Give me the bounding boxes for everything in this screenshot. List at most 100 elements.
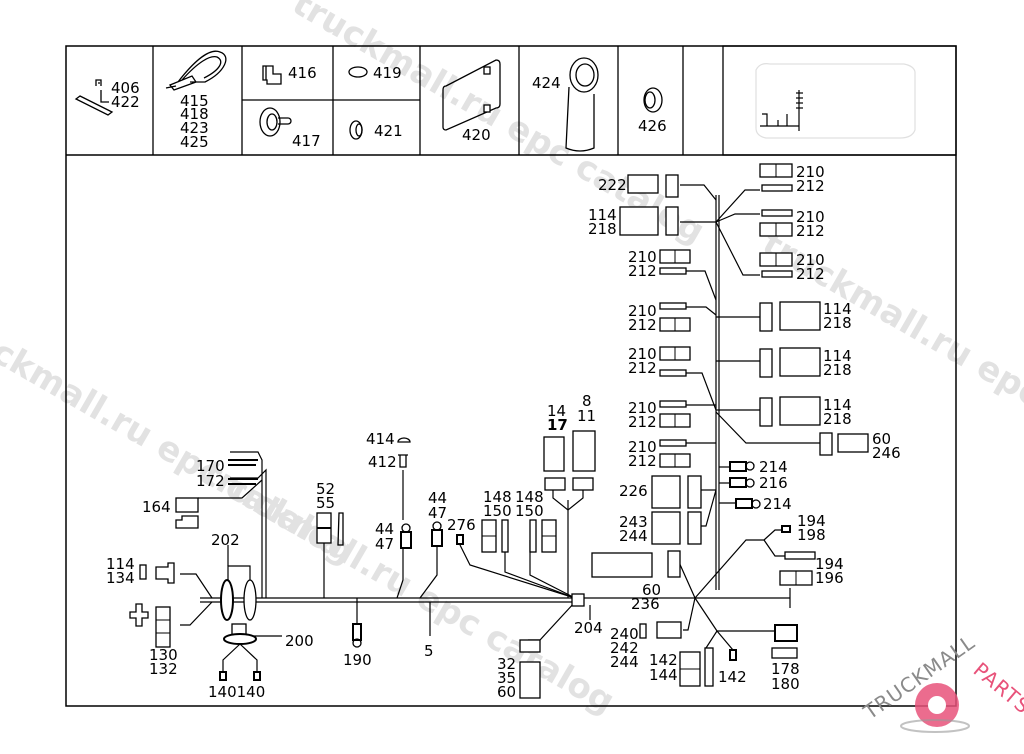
ring-terminal-44-47 bbox=[402, 524, 410, 532]
part-number: 417 bbox=[292, 132, 321, 150]
part-number: 414 bbox=[366, 430, 395, 448]
part-number: 134 bbox=[106, 569, 135, 587]
part-number: 218 bbox=[823, 361, 852, 379]
part-number: 416 bbox=[288, 64, 317, 82]
grommet-421-inner-icon bbox=[356, 124, 362, 136]
part-number: 60 bbox=[497, 683, 516, 701]
main-harness-wires bbox=[180, 185, 820, 650]
relay-housing bbox=[688, 512, 701, 544]
part-number: 422 bbox=[111, 93, 140, 111]
part-number: 144 bbox=[649, 666, 678, 684]
part-number: 212 bbox=[628, 452, 657, 470]
part-number: 419 bbox=[373, 64, 402, 82]
part-cell-426: 426 bbox=[638, 88, 667, 135]
grommet-204 bbox=[572, 594, 584, 606]
part-number: 212 bbox=[628, 316, 657, 334]
relay-243-244 bbox=[652, 512, 680, 544]
part-number: 164 bbox=[142, 498, 171, 516]
terminal-148-150 bbox=[530, 520, 536, 552]
watermark-text: truckmall.ru epc catalog bbox=[196, 453, 622, 722]
part-number: 198 bbox=[797, 526, 826, 544]
fuse-114-134 bbox=[140, 565, 146, 579]
part-number: 212 bbox=[628, 262, 657, 280]
part-cell-cable-tie: 415 418 423 425 bbox=[166, 51, 226, 151]
connector-114-218 bbox=[780, 348, 820, 376]
connector-60-236 bbox=[592, 553, 652, 577]
plug-419-icon bbox=[349, 67, 367, 77]
connector-114-218 bbox=[780, 302, 820, 330]
part-number: 47 bbox=[428, 504, 447, 522]
relay-housing bbox=[688, 476, 701, 508]
part-number: 150 bbox=[483, 502, 512, 520]
connector-8-11 bbox=[573, 431, 595, 471]
plate-clip-icon bbox=[484, 105, 490, 112]
part-number: 424 bbox=[532, 74, 561, 92]
clip-small-icon bbox=[96, 80, 109, 102]
connector-114-218 bbox=[780, 397, 820, 425]
part-number: 202 bbox=[211, 531, 240, 549]
grommet-202 bbox=[221, 580, 233, 620]
part-number: 180 bbox=[771, 675, 800, 693]
part-number: 236 bbox=[631, 595, 660, 613]
seal-426-inner-icon bbox=[645, 92, 655, 108]
part-number: 212 bbox=[796, 265, 825, 283]
part-number: 204 bbox=[574, 619, 603, 637]
part-number: 212 bbox=[628, 413, 657, 431]
part-number: 218 bbox=[823, 314, 852, 332]
part-number: 212 bbox=[796, 177, 825, 195]
clip-416-icon bbox=[263, 66, 281, 84]
terminal-276 bbox=[457, 535, 463, 544]
terminal-140 bbox=[220, 672, 226, 680]
part-number: 47 bbox=[375, 535, 394, 553]
part-number: 17 bbox=[547, 416, 568, 434]
logo-text-accent: PARTS bbox=[969, 657, 1024, 718]
part-number: 226 bbox=[619, 482, 648, 500]
connector-194 bbox=[785, 552, 815, 559]
part-number: 150 bbox=[515, 502, 544, 520]
connector-164 bbox=[176, 498, 198, 512]
seal-426-icon bbox=[644, 88, 662, 112]
connector-32-35 bbox=[520, 640, 540, 652]
terminal-190 bbox=[353, 624, 361, 640]
connector-222 bbox=[628, 175, 658, 193]
part-number: 200 bbox=[285, 632, 314, 650]
connector-212 bbox=[762, 185, 792, 191]
connector-housing bbox=[666, 207, 678, 235]
part-number: 142 bbox=[718, 668, 747, 686]
connector-housing bbox=[760, 303, 772, 331]
terminal-214 bbox=[730, 462, 746, 471]
terminal-194-198 bbox=[782, 526, 790, 532]
connector-housing bbox=[760, 349, 772, 377]
connector-130-132 bbox=[156, 607, 170, 647]
part-cell-416-417: 416 417 bbox=[260, 64, 321, 150]
connector-210 bbox=[660, 440, 686, 446]
connector-142 bbox=[705, 648, 713, 686]
part-number: 222 bbox=[598, 176, 627, 194]
cable-tie-icon bbox=[166, 51, 226, 90]
connector-60-246 bbox=[838, 434, 868, 452]
part-number: 140140 bbox=[208, 683, 265, 701]
connector-212 bbox=[660, 370, 686, 376]
connector-164-cover bbox=[176, 516, 198, 528]
part-number: 11 bbox=[577, 407, 596, 425]
connector-32-35-60 bbox=[520, 662, 540, 698]
terminal-142 bbox=[730, 650, 736, 660]
ring-terminal-44-47 bbox=[433, 522, 441, 530]
fuse-240 bbox=[640, 624, 646, 638]
part-number: 218 bbox=[588, 220, 617, 238]
part-number: 425 bbox=[180, 133, 209, 151]
connector-housing bbox=[545, 478, 565, 490]
terminal-216 bbox=[730, 478, 746, 487]
terminal-140 bbox=[254, 672, 260, 680]
connector-242-244 bbox=[657, 622, 681, 638]
connector-210 bbox=[762, 210, 792, 216]
part-cell-419-421: 419 421 bbox=[349, 64, 403, 140]
connector-222-housing bbox=[666, 175, 678, 197]
part-number: 196 bbox=[815, 569, 844, 587]
part-number: 244 bbox=[610, 653, 639, 671]
bolt-412-icon bbox=[398, 455, 408, 467]
nut-414-icon bbox=[398, 438, 410, 442]
connector-114-218 bbox=[620, 207, 658, 235]
part-number: 172 bbox=[196, 472, 225, 490]
part-number: 190 bbox=[343, 651, 372, 669]
